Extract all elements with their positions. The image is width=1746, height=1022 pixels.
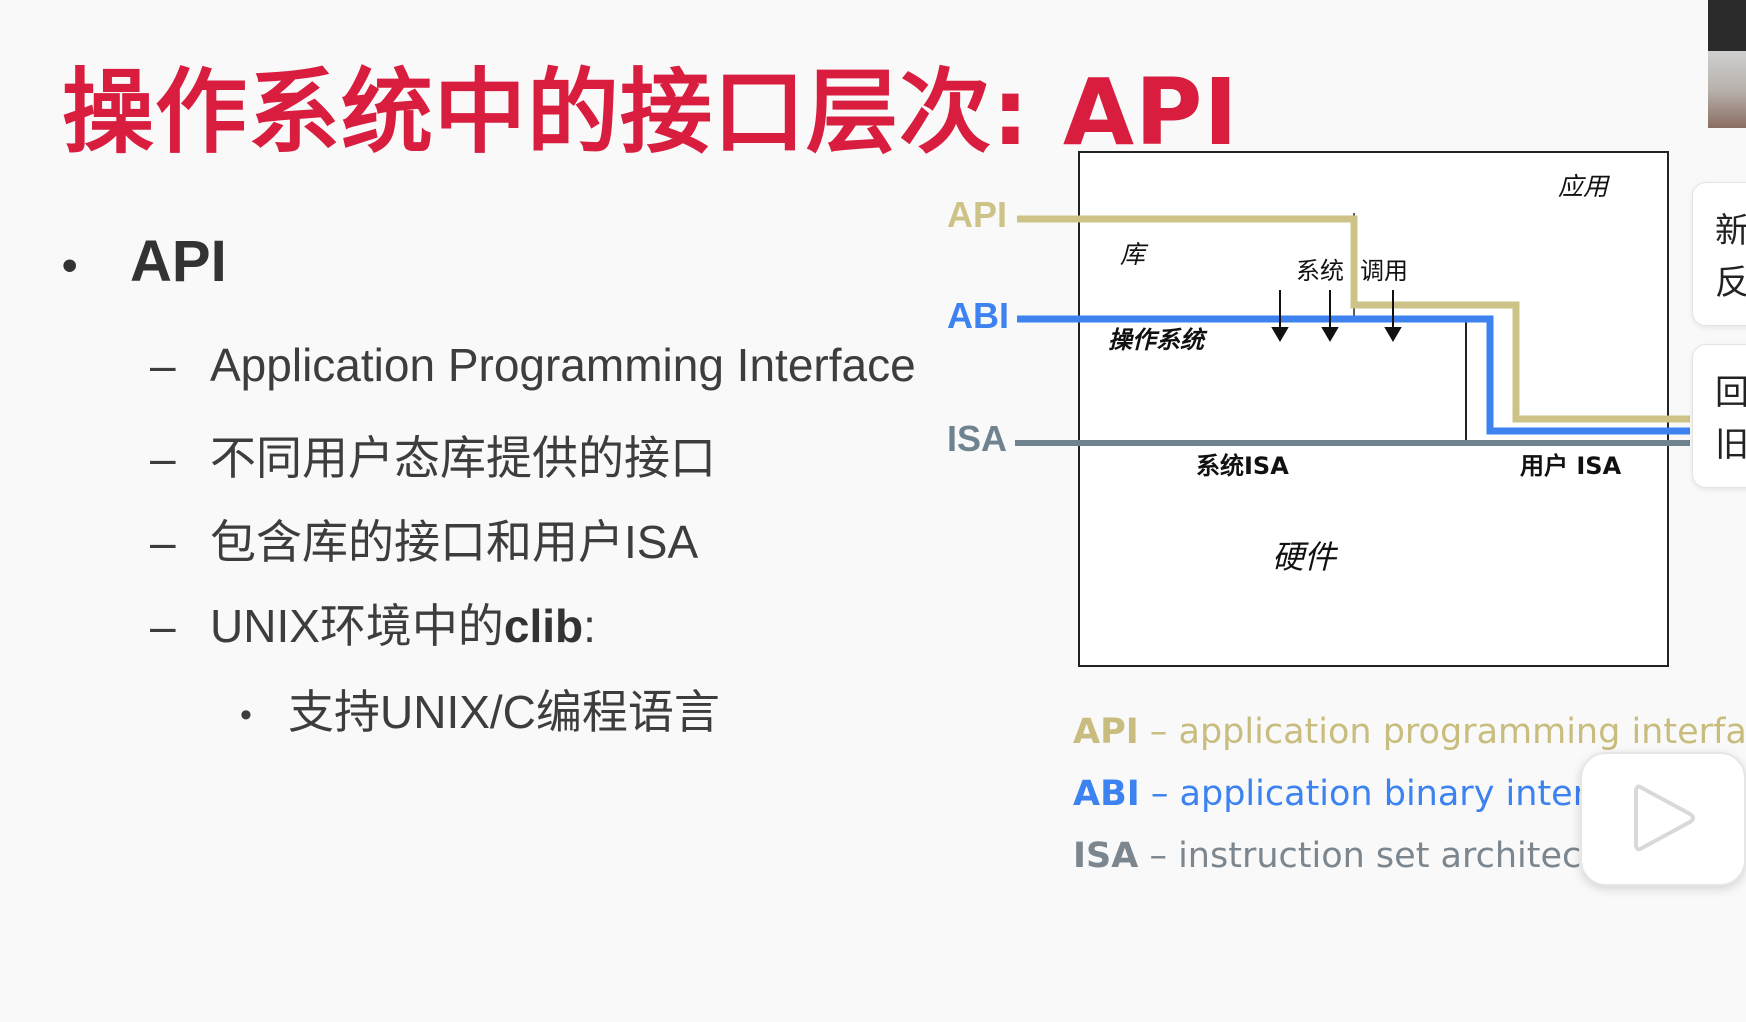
webcam-thumbnail[interactable] <box>1708 0 1746 128</box>
diagram-label-syscall-1: 系统 <box>1296 257 1344 285</box>
side-card-text: 新 <box>1715 211 1746 251</box>
legend-api: API – application programming interface <box>1073 712 1746 752</box>
side-card-text: 反 <box>1715 263 1746 303</box>
diagram-label-syscall-2: 调用 <box>1360 257 1408 285</box>
dash-marker: – <box>150 339 176 391</box>
legend-isa-abbr: ISA <box>1073 836 1139 876</box>
slide-title: 操作系统中的接口层次: API <box>62 59 1239 166</box>
api-line <box>1017 215 1690 423</box>
play-icon <box>1634 784 1695 852</box>
bullet-dot: • <box>240 696 252 735</box>
diagram-label-hardware: 硬件 <box>1272 538 1339 576</box>
diagram-label-os: 操作系统 <box>1108 326 1208 354</box>
legend-api-text: – application programming interface <box>1138 712 1746 752</box>
bullet-api: • API <box>62 228 227 295</box>
legend-abi-abbr: ABI <box>1073 774 1140 814</box>
syscall-arrow-head <box>1384 327 1402 342</box>
subitem-user-libraries: –不同用户态库提供的接口 <box>150 422 716 488</box>
play-button[interactable] <box>1580 752 1746 886</box>
syscall-arrow-head <box>1271 327 1289 342</box>
legend-isa: ISA – instruction set architecture <box>1073 836 1652 876</box>
clib-suffix: : <box>583 600 596 652</box>
clib-keyword: clib <box>503 600 584 652</box>
subitem-library-and-user-isa: –包含库的接口和用户ISA <box>150 506 698 572</box>
side-panel-card-back[interactable]: 回 旧 <box>1692 344 1746 488</box>
legend-abi-text: – application binary interface <box>1139 774 1662 814</box>
abi-line-label: ABI <box>947 295 1009 336</box>
side-card-text: 回 <box>1715 373 1746 413</box>
abi-line <box>1017 315 1690 435</box>
diagram-label-system-isa: 系统ISA <box>1196 452 1289 480</box>
subsubitem-text: 支持UNIX/C编程语言 <box>288 686 720 738</box>
legend-api-abbr: API <box>1073 712 1139 752</box>
diagram-label-lib: 库 <box>1120 240 1149 269</box>
bullet-api-label: API <box>130 229 227 294</box>
subitem-text: 包含库的接口和用户ISA <box>210 516 699 568</box>
clib-prefix: UNIX环境中的 <box>210 600 504 652</box>
bullet-dot: • <box>62 240 78 290</box>
diagram-frame <box>1078 151 1669 667</box>
legend-isa-text: – instruction set architecture <box>1138 836 1653 876</box>
side-panel-card-new[interactable]: 新 反 <box>1692 182 1746 326</box>
subitem-text: Application Programming Interface <box>210 339 916 391</box>
diagram-label-app: 应用 <box>1558 172 1610 201</box>
subitem-unix-clib: –UNIX环境中的clib: <box>150 590 596 656</box>
side-card-text: 旧 <box>1715 425 1746 465</box>
subitem-text: 不同用户态库提供的接口 <box>210 432 716 484</box>
isa-line-label: ISA <box>947 418 1007 459</box>
subsubitem-unix-c: • 支持UNIX/C编程语言 <box>240 676 720 742</box>
legend-abi: ABI – application binary interface <box>1073 774 1662 814</box>
diagram-label-user-isa: 用户 ISA <box>1520 452 1622 480</box>
dash-marker: – <box>150 432 176 484</box>
dash-marker: – <box>150 600 176 652</box>
subitem-application-programming-interface: –Application Programming Interface <box>150 338 916 392</box>
api-line-label: API <box>947 194 1007 235</box>
syscall-arrow-head <box>1321 327 1339 342</box>
dash-marker: – <box>150 516 176 568</box>
